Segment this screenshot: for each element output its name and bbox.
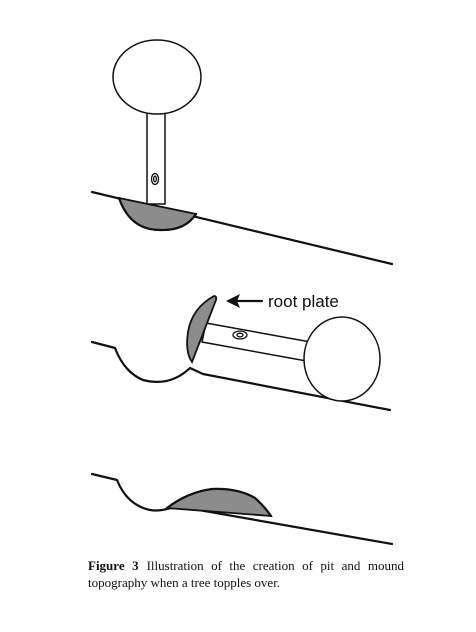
root-plate [186,295,218,364]
crown-2 [303,316,381,402]
arrow-head [226,294,240,308]
panel-standing-tree [90,39,394,266]
ground-line-2 [90,340,392,412]
root-plate-label: root plate [268,292,339,311]
crown-1 [112,39,202,115]
knot-1 [150,172,160,186]
root-ball-outline-1 [117,196,198,232]
fallen-trunk-2 [201,322,317,363]
mound-outline [165,487,273,518]
panel-toppling-tree: root plate [90,292,392,412]
pit-and-mound-diagram: root plate [90,39,394,545]
panel-pit-and-mound [90,472,394,545]
figure-label: Figure 3 [88,558,139,573]
knot-inner-1 [152,175,158,183]
trunk-1 [146,109,166,205]
knot-2 [232,330,248,340]
mound [164,488,273,518]
knot-inner-2 [236,332,244,338]
caption-text: Illustration of the creation of pit and … [88,558,404,590]
